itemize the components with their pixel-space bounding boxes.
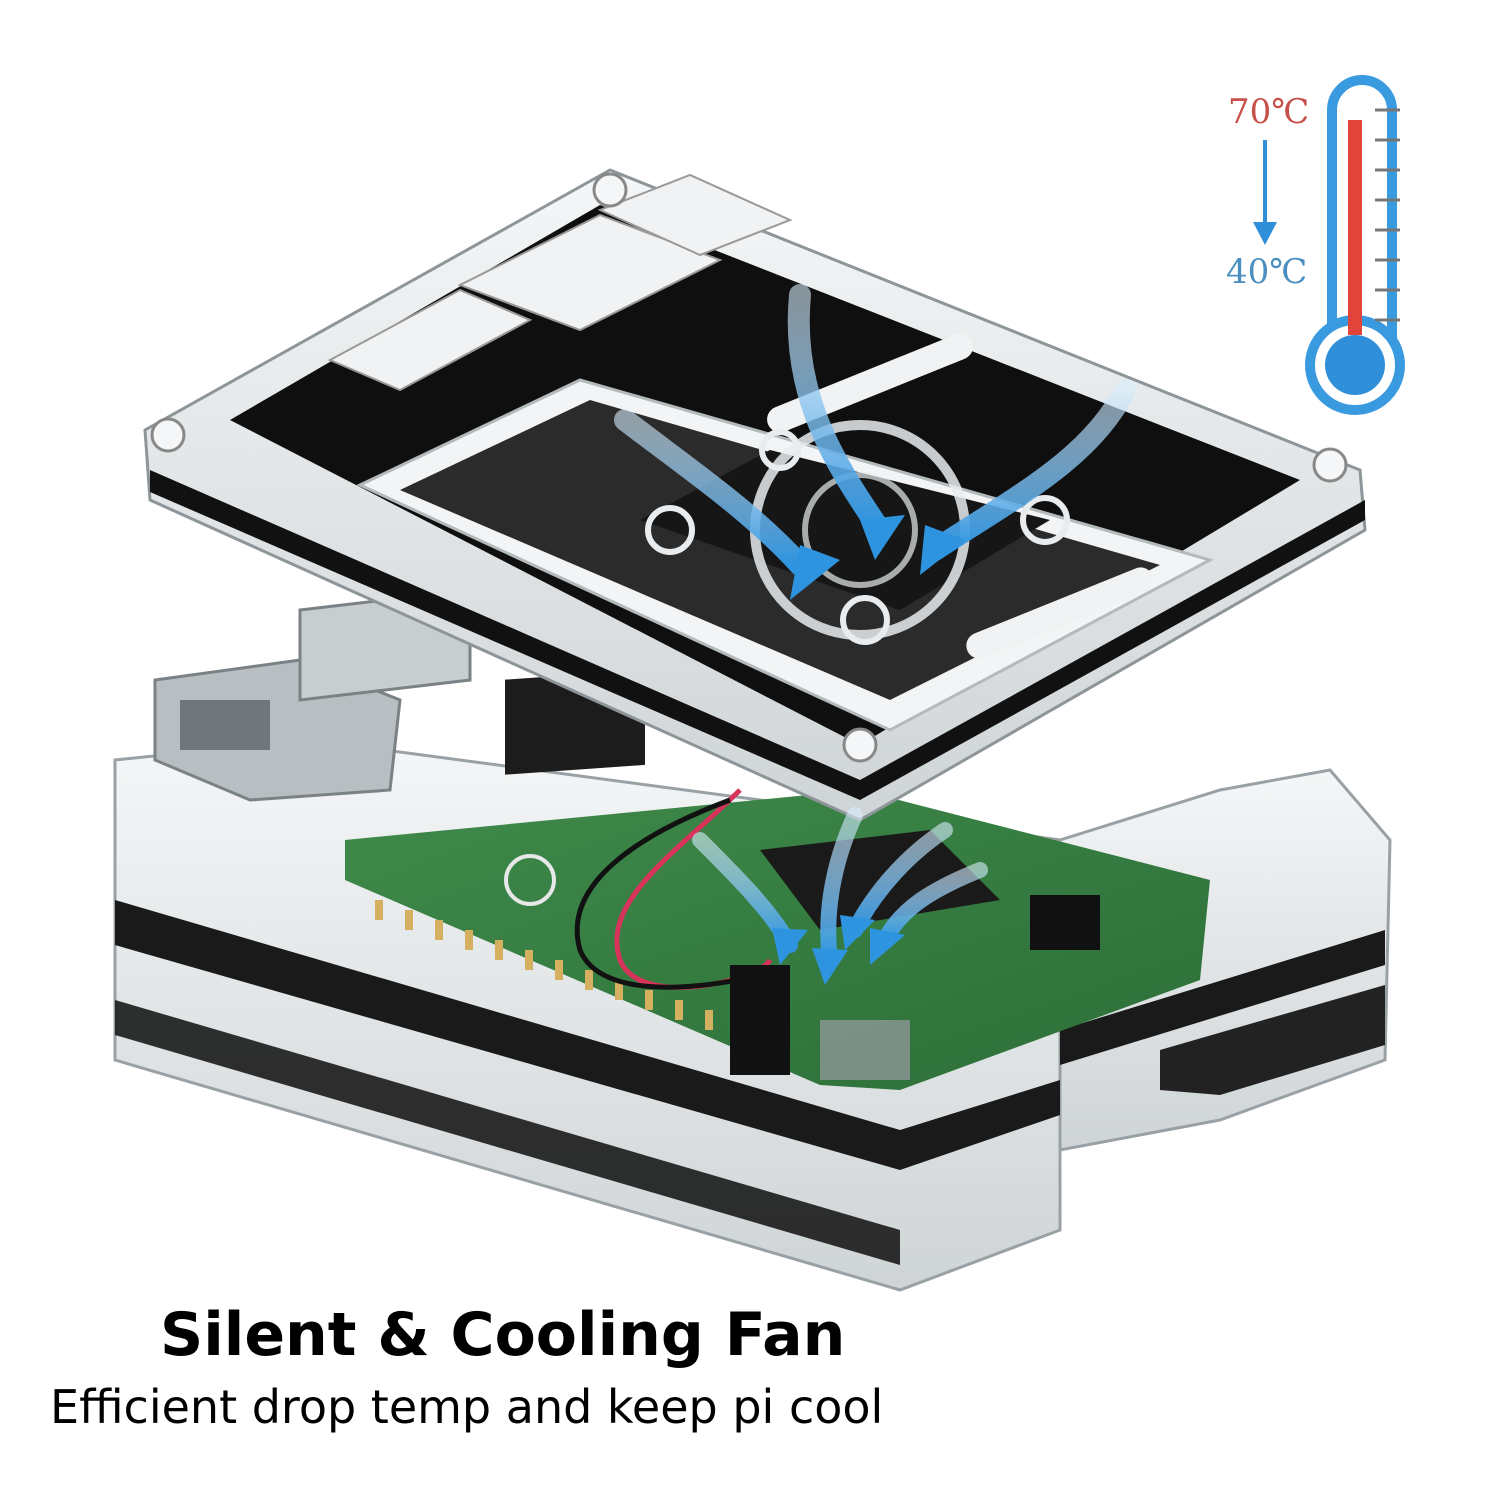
- case-lid: [143, 168, 1367, 822]
- temperature-drop-arrow: [1253, 140, 1277, 245]
- thermometer-icon: [1305, 75, 1405, 415]
- airflow-arrowheads-top: [790, 515, 965, 600]
- caption-subtitle: Efficient drop temp and keep pi cool: [50, 1380, 884, 1434]
- raspberry-logo: [504, 854, 556, 906]
- temperature-high-label: 70℃: [1228, 92, 1310, 132]
- caption-title: Silent & Cooling Fan: [160, 1300, 846, 1370]
- temperature-low-label: 40℃: [1226, 252, 1308, 292]
- airflow-arrows-top: [614, 284, 1136, 576]
- airflow-arrowheads-bottom: [772, 915, 905, 985]
- fan-connector: [730, 965, 790, 1075]
